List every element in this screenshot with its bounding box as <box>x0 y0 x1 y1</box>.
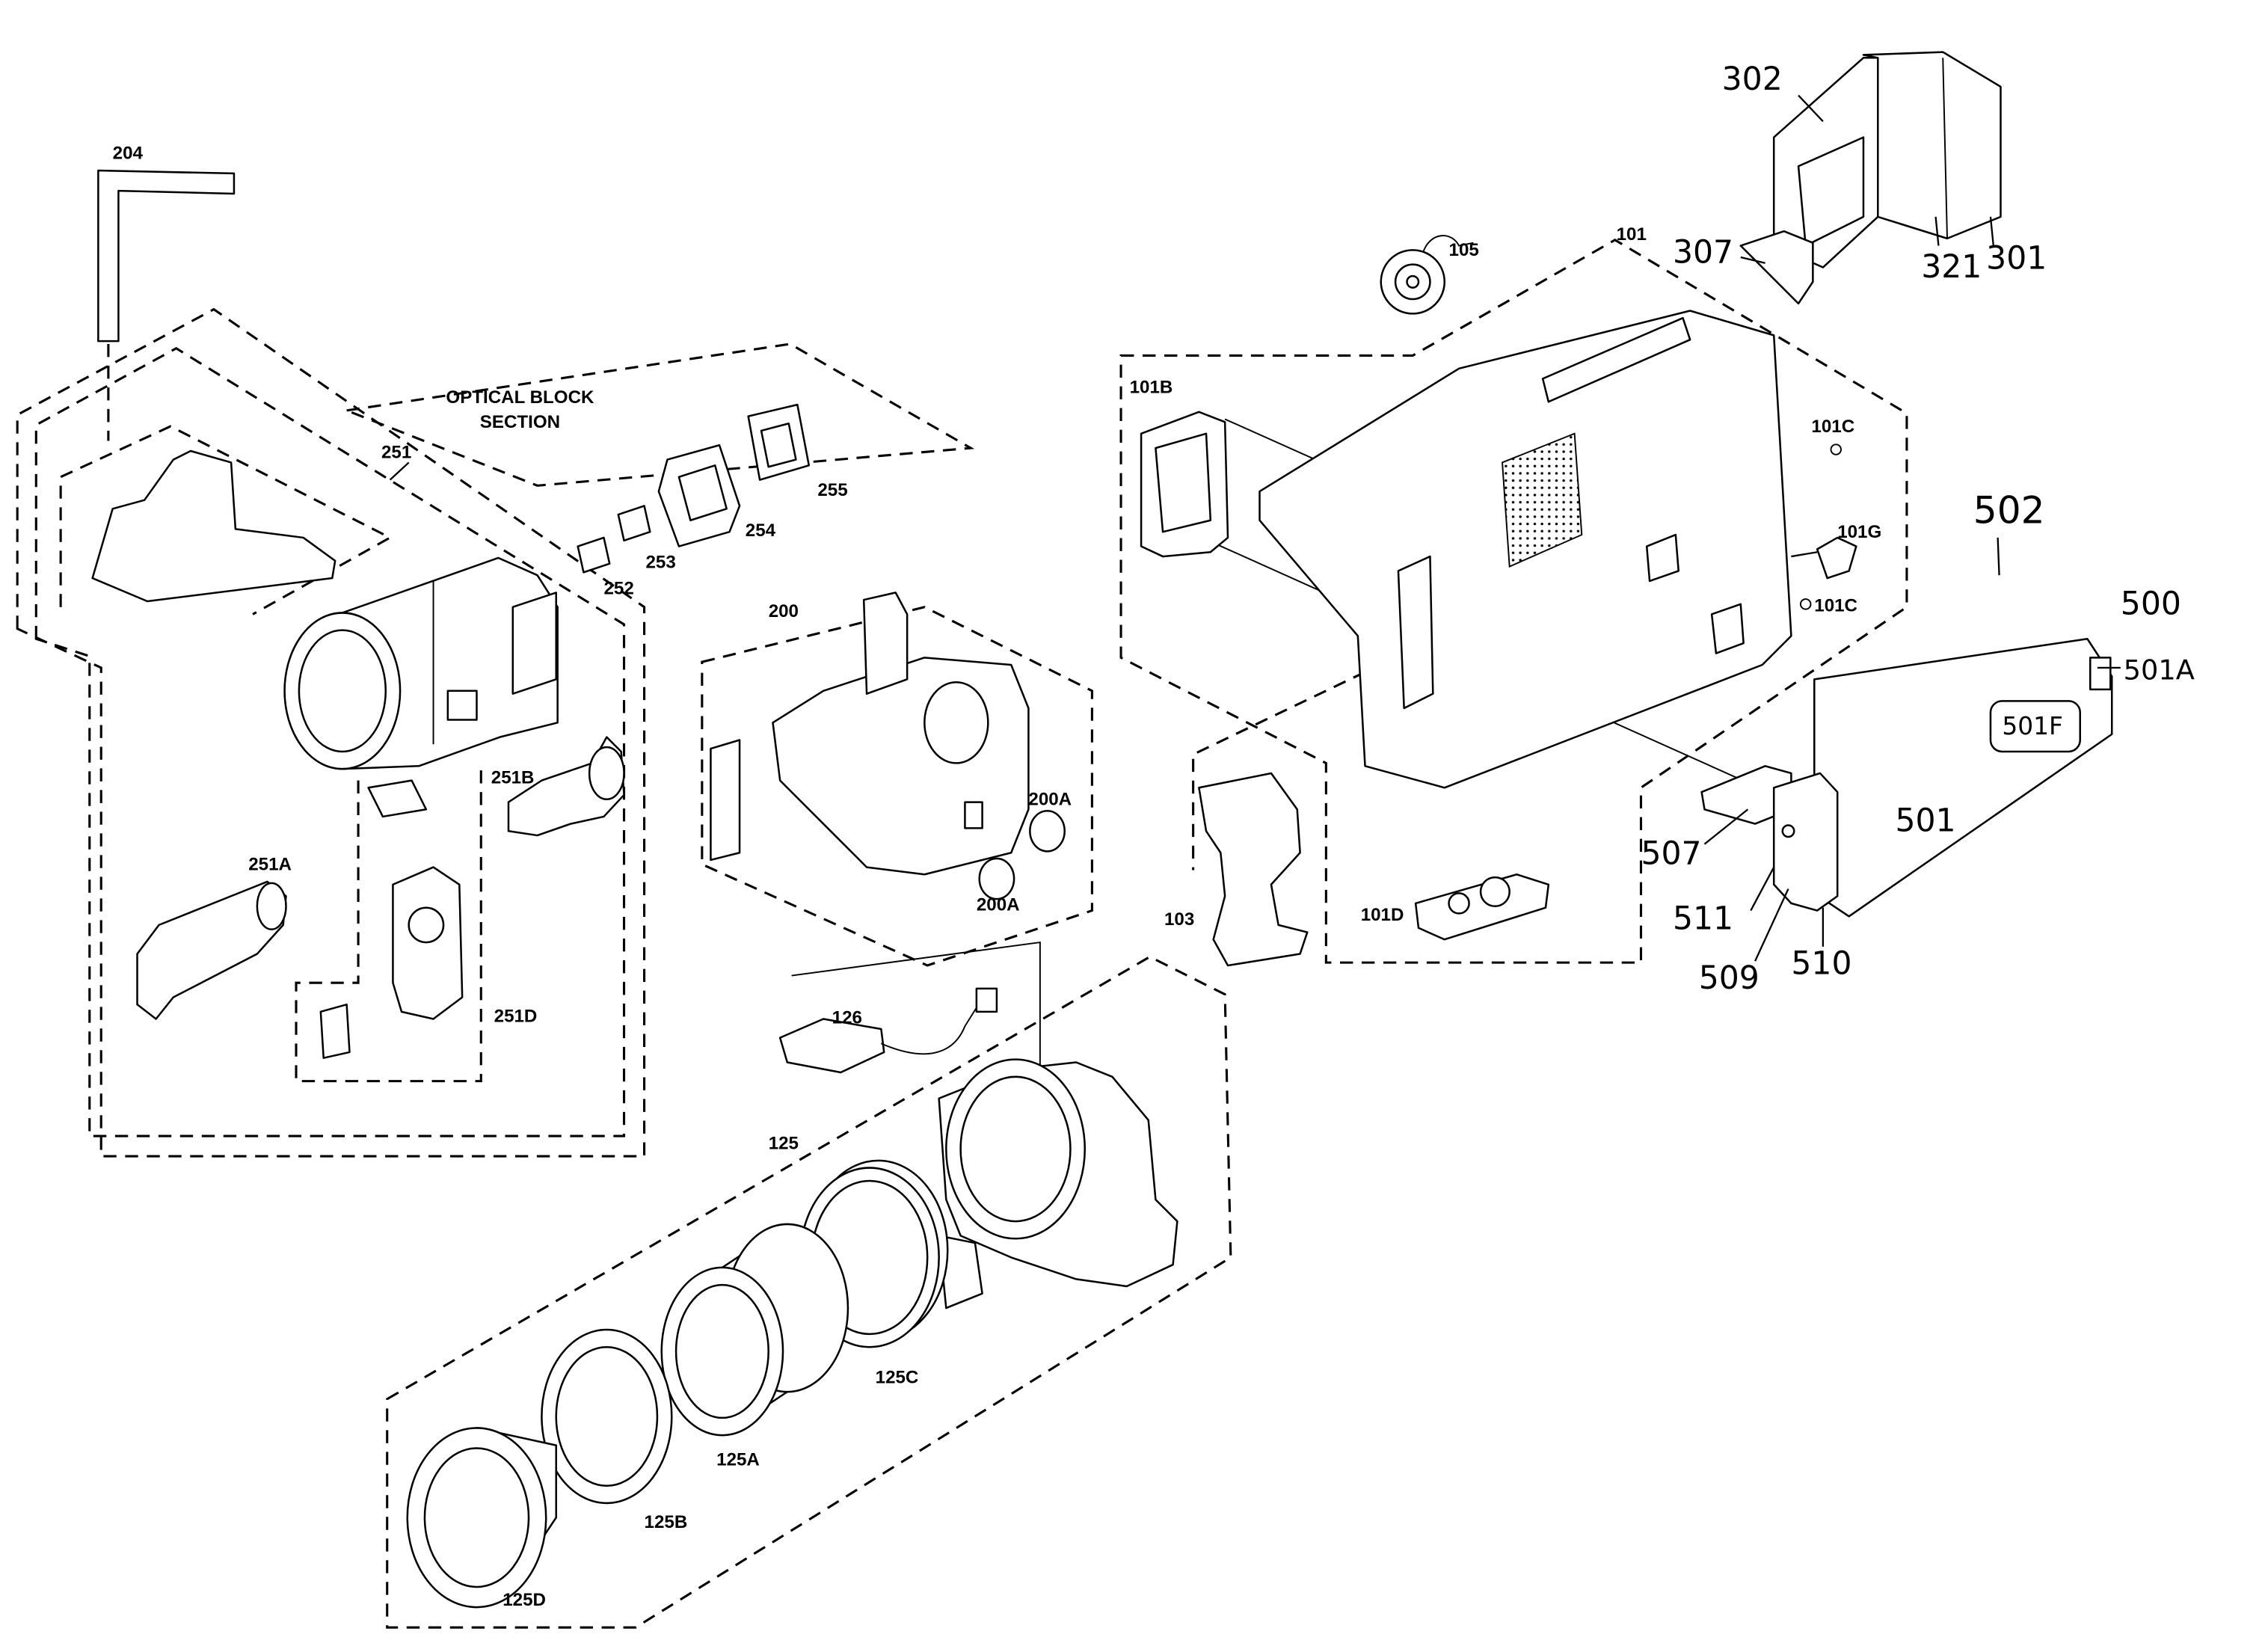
section-title-line1: OPTICAL BLOCK <box>446 387 594 408</box>
part-101D-board <box>1414 873 1550 941</box>
section-title-line2: SECTION <box>480 412 560 432</box>
part-509-510-511-block <box>1772 772 1839 912</box>
part-302-viewfinder-body <box>1772 57 1879 268</box>
part-252-filter <box>577 536 611 574</box>
label-101: 101 <box>1617 224 1647 245</box>
label-126: 126 <box>832 1007 862 1028</box>
part-251B-motor <box>507 736 625 837</box>
bracket-251-outline <box>59 425 393 615</box>
part-101C-screw-upper <box>1830 443 1842 455</box>
label-125D: 125D <box>503 1590 546 1610</box>
label-125: 125 <box>769 1133 799 1153</box>
group-outlines <box>16 239 1908 1629</box>
label-500: 500 <box>2121 586 2181 622</box>
part-125B-ring <box>541 1328 673 1505</box>
label-200A-upper: 200A <box>1028 789 1072 809</box>
optical-block-outline-inner <box>34 346 626 1137</box>
part-101C-screw-lower <box>1799 598 1812 610</box>
part-251-bracket <box>91 449 336 603</box>
optical-block-outline-outer <box>16 307 646 1158</box>
label-251A: 251A <box>248 854 292 874</box>
label-200: 200 <box>769 601 799 621</box>
part-500-side-panel <box>1813 637 2113 918</box>
optical-block-section-outline <box>342 343 975 487</box>
part-125A-barrel <box>660 1223 849 1437</box>
part-125-housing <box>938 1058 1178 1309</box>
part-301-eyecup <box>1862 51 2002 240</box>
part-204-flex-cable <box>97 169 236 343</box>
label-254: 254 <box>746 521 776 541</box>
label-301: 301 <box>1986 240 2047 277</box>
label-251B: 251B <box>491 767 535 787</box>
part-125D-hood <box>406 1427 557 1609</box>
label-125B: 125B <box>645 1512 688 1532</box>
part-251D-outline <box>295 766 482 1083</box>
label-307: 307 <box>1673 235 1733 271</box>
label-302: 302 <box>1722 61 1783 98</box>
part-126-sensor <box>778 987 998 1074</box>
label-251: 251 <box>381 443 411 463</box>
label-507: 507 <box>1641 836 1701 873</box>
label-101G: 101G <box>1837 522 1881 542</box>
assembly-line-126 <box>791 941 1041 1067</box>
leader-lines <box>389 94 2121 962</box>
label-125C: 125C <box>876 1368 919 1388</box>
part-501F-window <box>1989 700 2081 753</box>
label-510: 510 <box>1791 946 1851 983</box>
label-501: 501 <box>1895 802 1955 839</box>
label-101C-lower: 101C <box>1814 595 1857 615</box>
part-251D-plate <box>319 866 464 1059</box>
part-255-ccd <box>747 403 811 481</box>
label-511: 511 <box>1673 901 1733 938</box>
part-251A-slider <box>136 880 287 1020</box>
part-200-outline <box>701 606 1093 967</box>
label-253: 253 <box>645 553 675 573</box>
part-251-lens-assembly <box>283 556 559 770</box>
grip-103-outline <box>1192 671 1366 870</box>
part-105-speaker <box>1380 235 1474 315</box>
label-125A: 125A <box>716 1450 760 1470</box>
part-labels: 204 OPTICAL BLOCK SECTION 251 252 253 25… <box>113 61 2195 1610</box>
part-103-grip <box>1198 772 1309 967</box>
label-255: 255 <box>817 480 847 500</box>
part-200A-gear-upper <box>1029 809 1066 853</box>
lens-125-outline <box>386 955 1232 1629</box>
label-501A: 501A <box>2124 654 2195 686</box>
part-101B-bracket <box>1140 411 1229 558</box>
label-321: 321 <box>1921 249 1982 286</box>
part-101G-cover <box>1791 536 1857 580</box>
label-103: 103 <box>1164 909 1194 930</box>
label-101B: 101B <box>1130 378 1173 398</box>
label-105: 105 <box>1449 240 1479 260</box>
part-307-bracket <box>1739 230 1814 305</box>
part-101-body <box>1258 310 1792 789</box>
label-200A-lower: 200A <box>977 895 1020 915</box>
part-501A-button <box>2089 657 2112 691</box>
label-509: 509 <box>1699 960 1760 997</box>
part-200-frame <box>710 592 1030 876</box>
label-251D: 251D <box>494 1006 538 1026</box>
part-lens-mount-tab <box>367 779 428 818</box>
label-502: 502 <box>1973 488 2045 532</box>
part-253-filter <box>617 505 651 542</box>
part-254-holder <box>657 443 741 547</box>
label-252: 252 <box>603 578 633 598</box>
label-101C-upper: 101C <box>1811 417 1854 437</box>
label-204: 204 <box>113 144 144 164</box>
part-321-band <box>1942 58 1948 239</box>
label-101D: 101D <box>1361 905 1404 925</box>
part-200A-gear-lower <box>978 857 1015 900</box>
label-501F: 501F <box>2002 712 2063 740</box>
speaker-grille <box>1502 432 1583 568</box>
